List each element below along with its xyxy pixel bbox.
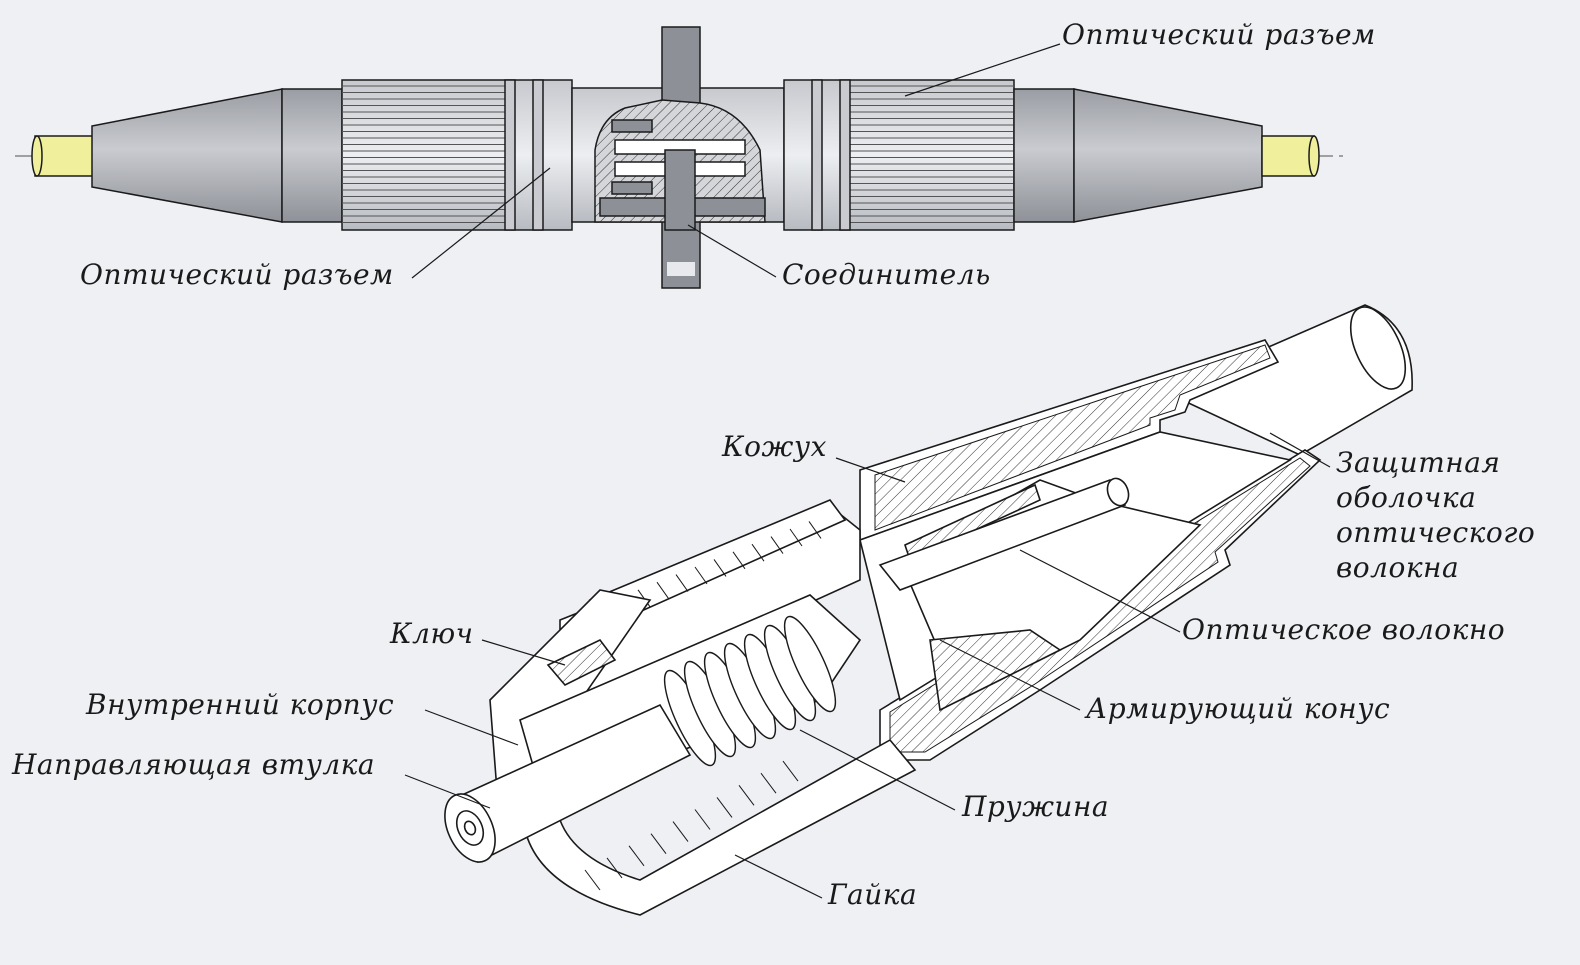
right-boot-collar — [1013, 88, 1075, 223]
top-leader-lines — [411, 43, 1061, 279]
label-key: Ключ — [390, 617, 474, 650]
bottom-leader-lines — [404, 432, 1331, 899]
label-fiber-jacket-line-3: оптического — [1336, 516, 1536, 549]
label-spring: Пружина — [962, 790, 1110, 823]
left-boot-collar — [281, 88, 343, 223]
label-fiber-jacket: Защитная оболочка оптического волокна — [1336, 445, 1566, 585]
bottom-cutaway — [444, 304, 1413, 916]
label-housing: Кожух — [722, 430, 827, 463]
right-knurled-nut — [783, 79, 1015, 231]
coupler-flange-top — [661, 26, 701, 108]
label-nut: Гайка — [828, 878, 918, 911]
label-reinforcing-cone: Армирующий конус — [1086, 692, 1391, 725]
label-guide-ferrule: Направляющая втулка — [12, 748, 376, 781]
label-optical-fiber: Оптическое волокно — [1182, 613, 1506, 646]
key — [546, 638, 617, 686]
label-fiber-jacket-line-2: оболочка — [1336, 481, 1477, 514]
label-fiber-jacket-line-4: волокна — [1336, 551, 1460, 584]
label-inner-body: Внутренний корпус — [86, 688, 395, 721]
label-optical-connector-left: Оптический разъем — [80, 258, 394, 291]
label-fiber-jacket-line-1: Защитная — [1336, 446, 1501, 479]
optical-fiber-rod — [878, 479, 1127, 591]
top-assembly — [15, 26, 1345, 289]
label-coupler: Соединитель — [782, 258, 991, 291]
left-fiber-cable — [31, 135, 96, 177]
right-fiber-cable — [1261, 135, 1320, 177]
spring — [663, 615, 837, 767]
label-optical-connector-right: Оптический разъем — [1062, 18, 1376, 51]
left-knurled-nut — [341, 79, 573, 231]
left-boot-cone — [91, 88, 283, 223]
right-boot-cone — [1073, 88, 1263, 223]
